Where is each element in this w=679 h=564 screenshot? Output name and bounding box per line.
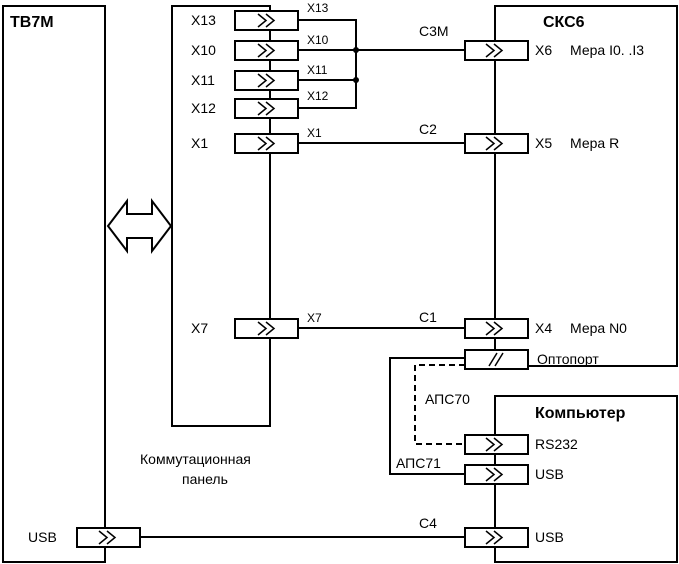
connector-x1 bbox=[234, 133, 299, 154]
cks6-port-x5-label: X5 bbox=[535, 135, 552, 151]
bidirectional-arrow-icon bbox=[106, 198, 173, 254]
cable-label-aps70: АПС70 bbox=[425, 391, 470, 407]
tb7m-usb-label: USB bbox=[28, 529, 57, 545]
aps70-cable bbox=[414, 364, 465, 445]
cks6-port-x4-label: X4 bbox=[535, 320, 552, 336]
junction-dot-x10 bbox=[353, 47, 359, 53]
cable-label-c1: С1 bbox=[419, 309, 437, 325]
aps71-cable bbox=[389, 357, 465, 475]
computer-port-usb-label: USB bbox=[535, 466, 564, 482]
connector-x5 bbox=[464, 133, 529, 154]
panel-port-x1-label: X1 bbox=[191, 135, 208, 151]
connector-x10 bbox=[234, 40, 299, 61]
connector-x13 bbox=[234, 10, 299, 31]
cable-label-c3m: С3М bbox=[419, 23, 449, 39]
tb7m-title: ТВ7М bbox=[10, 14, 54, 31]
cks6-port-x5-desc: Мера R bbox=[570, 135, 619, 151]
tb7m-block bbox=[2, 5, 106, 563]
panel-port-x12-label: X12 bbox=[191, 100, 216, 116]
wire-label-x13: X13 bbox=[307, 1, 329, 15]
cks6-port-optoport-label: Оптопорт bbox=[537, 351, 599, 367]
cks6-port-x6-desc: Мера I0. .I3 bbox=[570, 42, 644, 58]
cable-label-aps71: АПС71 bbox=[396, 455, 441, 471]
panel-port-x7-label: X7 bbox=[191, 320, 208, 336]
panel-port-x10-label: X10 bbox=[191, 42, 216, 58]
wire-label-x11: X11 bbox=[307, 63, 328, 77]
connector-x6 bbox=[464, 40, 529, 61]
switching-panel-block bbox=[171, 5, 271, 427]
connector-tb7m-usb bbox=[76, 527, 141, 548]
panel-port-x13-label: X13 bbox=[191, 12, 216, 28]
wire-label-x10: X10 bbox=[307, 33, 329, 47]
computer-port-rs232-label: RS232 bbox=[535, 436, 578, 452]
cks6-port-x6-label: X6 bbox=[535, 42, 552, 58]
computer-port-usb-bottom-label: USB bbox=[535, 529, 564, 545]
connector-rs232 bbox=[464, 434, 529, 455]
connector-x7 bbox=[234, 318, 299, 339]
panel-caption-line2: панель bbox=[182, 471, 228, 487]
wire-label-x7: X7 bbox=[307, 311, 322, 325]
connector-x12 bbox=[234, 98, 299, 119]
junction-dot-x11 bbox=[353, 77, 359, 83]
cks6-title: СКС6 bbox=[543, 14, 585, 31]
connector-computer-usb-bottom bbox=[464, 527, 529, 548]
wire-label-x12: X12 bbox=[307, 89, 329, 103]
wire-label-x1: X1 bbox=[307, 126, 322, 140]
cks6-port-x4-desc: Мера N0 bbox=[570, 320, 627, 336]
connector-x11 bbox=[234, 70, 299, 91]
connector-computer-usb bbox=[464, 464, 529, 485]
panel-port-x11-label: X11 bbox=[191, 72, 215, 88]
computer-title: Компьютер bbox=[535, 405, 626, 422]
cable-label-c2: С2 bbox=[419, 121, 437, 137]
panel-caption-line1: Коммутационная bbox=[140, 451, 251, 467]
x13-x12-loop-wire bbox=[298, 19, 357, 109]
connector-optoport bbox=[464, 349, 529, 370]
cable-label-c4: С4 bbox=[419, 515, 437, 531]
cks6-block bbox=[494, 5, 678, 367]
connector-x4 bbox=[464, 318, 529, 339]
